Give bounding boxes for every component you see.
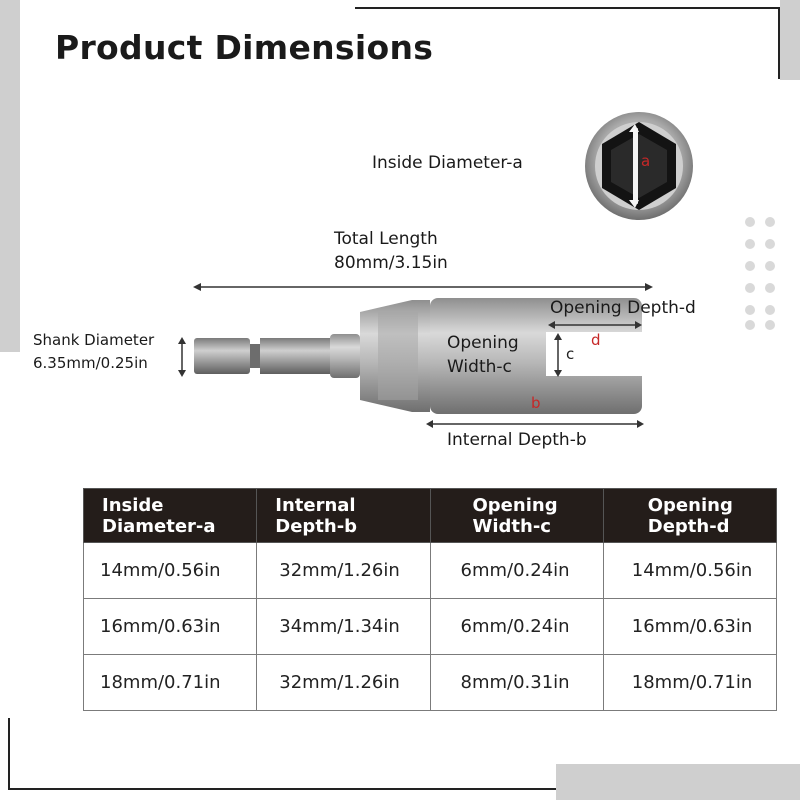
- table-cell: 14mm/0.56in: [82, 542, 258, 599]
- inside-diameter-label: Inside Diameter-a: [372, 153, 523, 173]
- frame-line-top-right: [778, 7, 780, 79]
- table-cell: 18mm/0.71in: [82, 654, 258, 711]
- label-letter-c: c: [566, 345, 575, 363]
- table-cell: 14mm/0.56in: [602, 542, 778, 599]
- corner-block-top-left: [0, 0, 20, 352]
- label-letter-b: b: [531, 394, 541, 412]
- table-cell: 8mm/0.31in: [429, 654, 604, 711]
- corner-block-bottom-right: [556, 764, 800, 800]
- dot-grid: [745, 217, 775, 332]
- nut-setter-tool-image: [194, 298, 650, 414]
- table-cell: 16mm/0.63in: [602, 598, 778, 655]
- table-cell: 18mm/0.71in: [602, 654, 778, 711]
- table-row: 18mm/0.71in 32mm/1.26in 8mm/0.31in 18mm/…: [82, 654, 778, 711]
- table-row: 16mm/0.63in 34mm/1.34in 6mm/0.24in 16mm/…: [82, 598, 778, 655]
- total-length-arrow: [193, 283, 653, 291]
- total-length-value: 80mm/3.15in: [334, 253, 448, 273]
- corner-block-top-right: [780, 0, 800, 80]
- shank-diameter-value: 6.35mm/0.25in: [33, 354, 148, 372]
- frame-line-top: [355, 7, 780, 9]
- opening-depth-label: Opening Depth-d: [550, 298, 696, 318]
- frame-line-bottom-left-vert: [8, 718, 10, 790]
- table-cell: 16mm/0.63in: [82, 598, 258, 655]
- table-cell: 6mm/0.24in: [429, 542, 604, 599]
- frame-line-bottom: [8, 788, 556, 790]
- table-cell: 6mm/0.24in: [429, 598, 604, 655]
- shank-diameter-title: Shank Diameter: [33, 331, 155, 349]
- opening-width-arrow: [554, 333, 562, 377]
- table-cell: 32mm/1.26in: [256, 654, 431, 711]
- page-title: Product Dimensions: [55, 28, 434, 67]
- opening-depth-arrow: [548, 321, 642, 329]
- label-letter-d: d: [591, 331, 601, 349]
- table-row: 14mm/0.56in 32mm/1.26in 6mm/0.24in 14mm/…: [82, 542, 778, 599]
- internal-depth-arrow: [426, 420, 644, 428]
- table-cell: 34mm/1.34in: [256, 598, 431, 655]
- label-letter-a: a: [641, 152, 651, 170]
- socket-end-view-image: [585, 112, 693, 220]
- opening-width-label-line2: Width-c: [447, 357, 512, 377]
- table-cell: 32mm/1.26in: [256, 542, 431, 599]
- opening-width-label-line1: Opening: [447, 333, 519, 353]
- shank-diameter-arrow: [178, 337, 186, 377]
- total-length-title: Total Length: [334, 229, 438, 249]
- internal-depth-label: Internal Depth-b: [447, 430, 587, 450]
